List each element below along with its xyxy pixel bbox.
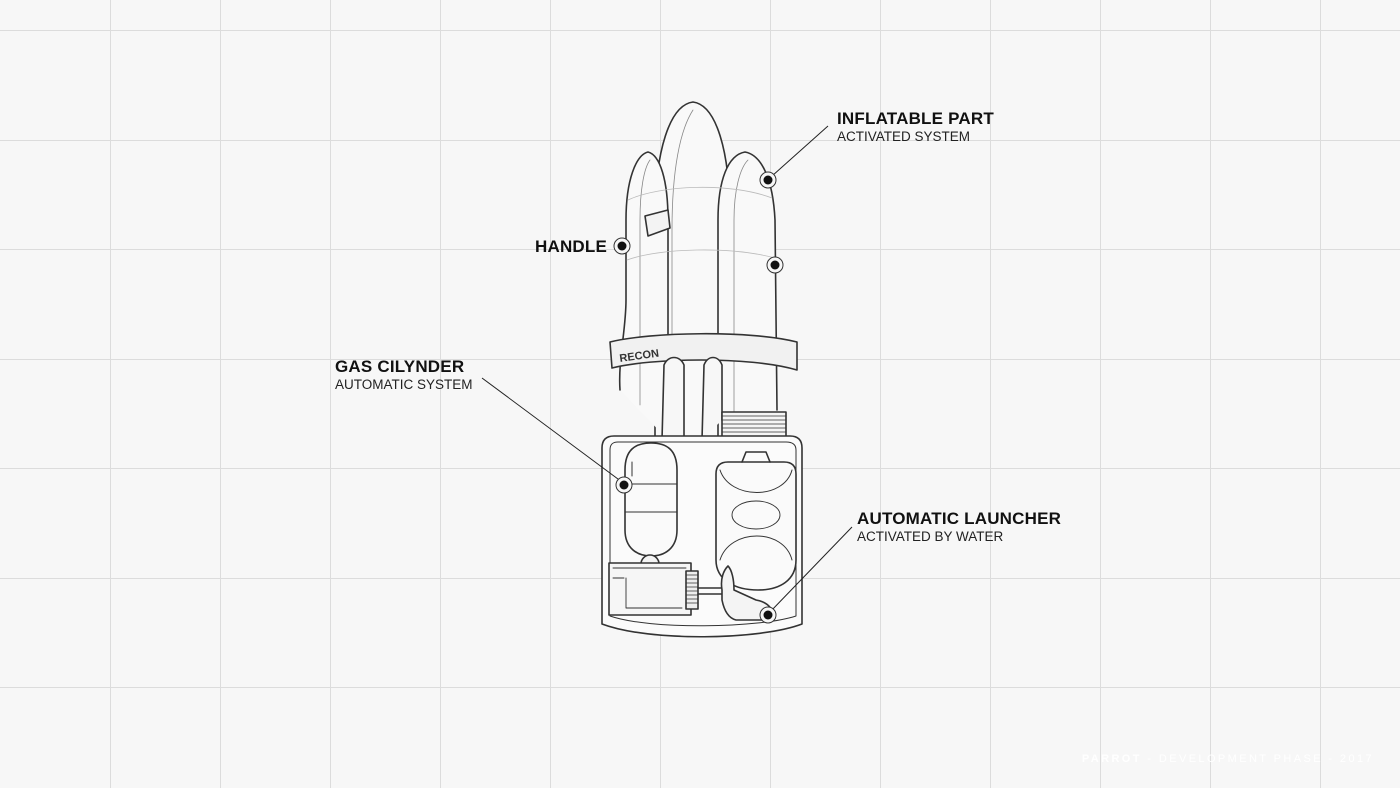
handle-tab <box>644 209 671 237</box>
strap-label: RECON <box>619 348 660 365</box>
launcher-bottle-dome-bottom <box>719 535 793 561</box>
marker-launcher[interactable] <box>759 606 777 624</box>
leader-line-launcher <box>769 526 853 613</box>
callout-automatic-launcher: AUTOMATIC LAUNCHER ACTIVATED BY WATER <box>857 509 1061 545</box>
callout-gas-cylinder: GAS CILYNDER AUTOMATIC SYSTEM <box>335 357 473 393</box>
inflatable-lobe-right-inner <box>733 159 749 431</box>
marker-gas-cylinder[interactable] <box>615 476 633 494</box>
callout-subtitle: ACTIVATED BY WATER <box>857 529 1004 544</box>
marker-inflatable-side[interactable] <box>766 256 784 274</box>
marker-inflatable-top[interactable] <box>759 171 777 189</box>
connector-threads <box>721 415 787 437</box>
footer-separator: - <box>1141 753 1159 765</box>
gas-cylinder-band <box>624 483 678 513</box>
inflatable-lobe-center-inner <box>671 109 694 441</box>
inflatable-contour-1 <box>627 186 773 201</box>
callout-title: GAS CILYNDER <box>335 357 465 376</box>
callout-title: AUTOMATIC LAUNCHER <box>857 509 1062 528</box>
lower-tube-right <box>701 356 723 441</box>
callout-title: INFLATABLE PART <box>837 109 994 128</box>
valve-gear-teeth <box>685 574 699 604</box>
trigger-mechanism <box>720 565 774 621</box>
marker-handle[interactable] <box>613 237 631 255</box>
footer-brand: PARROT <box>1081 753 1142 765</box>
valve-block-detail <box>612 567 687 609</box>
leader-line-gas <box>481 377 623 483</box>
launcher-bottle-neck <box>741 451 771 463</box>
callout-handle: HANDLE <box>535 237 607 257</box>
footer-text: DEVELOPMENT PHASE - 2017 <box>1158 753 1374 765</box>
callout-subtitle: AUTOMATIC SYSTEM <box>335 377 473 392</box>
leader-line-inflatable <box>771 125 829 177</box>
strap <box>609 332 798 371</box>
inflatable-lobe-right <box>717 151 778 441</box>
gas-cylinder-body <box>624 442 678 557</box>
inflatable-lobe-left <box>618 151 669 441</box>
launcher-bottle-core <box>731 500 781 530</box>
launcher-bottle-dome-top <box>719 469 793 493</box>
callout-subtitle: ACTIVATED SYSTEM <box>837 129 971 144</box>
inflatable-contour-2 <box>626 249 776 261</box>
inflatable-lobe-left-inner <box>639 159 651 406</box>
callout-inflatable-part: INFLATABLE PART ACTIVATED SYSTEM <box>837 109 994 145</box>
valve-pipe <box>697 587 725 595</box>
housing-inner <box>609 441 797 627</box>
valve-gear <box>685 570 699 610</box>
valve-block <box>608 562 692 616</box>
lower-tube-left <box>661 356 685 441</box>
footer-caption: PARROT - DEVELOPMENT PHASE - 2017 <box>1082 753 1374 765</box>
callout-title: HANDLE <box>535 237 608 256</box>
